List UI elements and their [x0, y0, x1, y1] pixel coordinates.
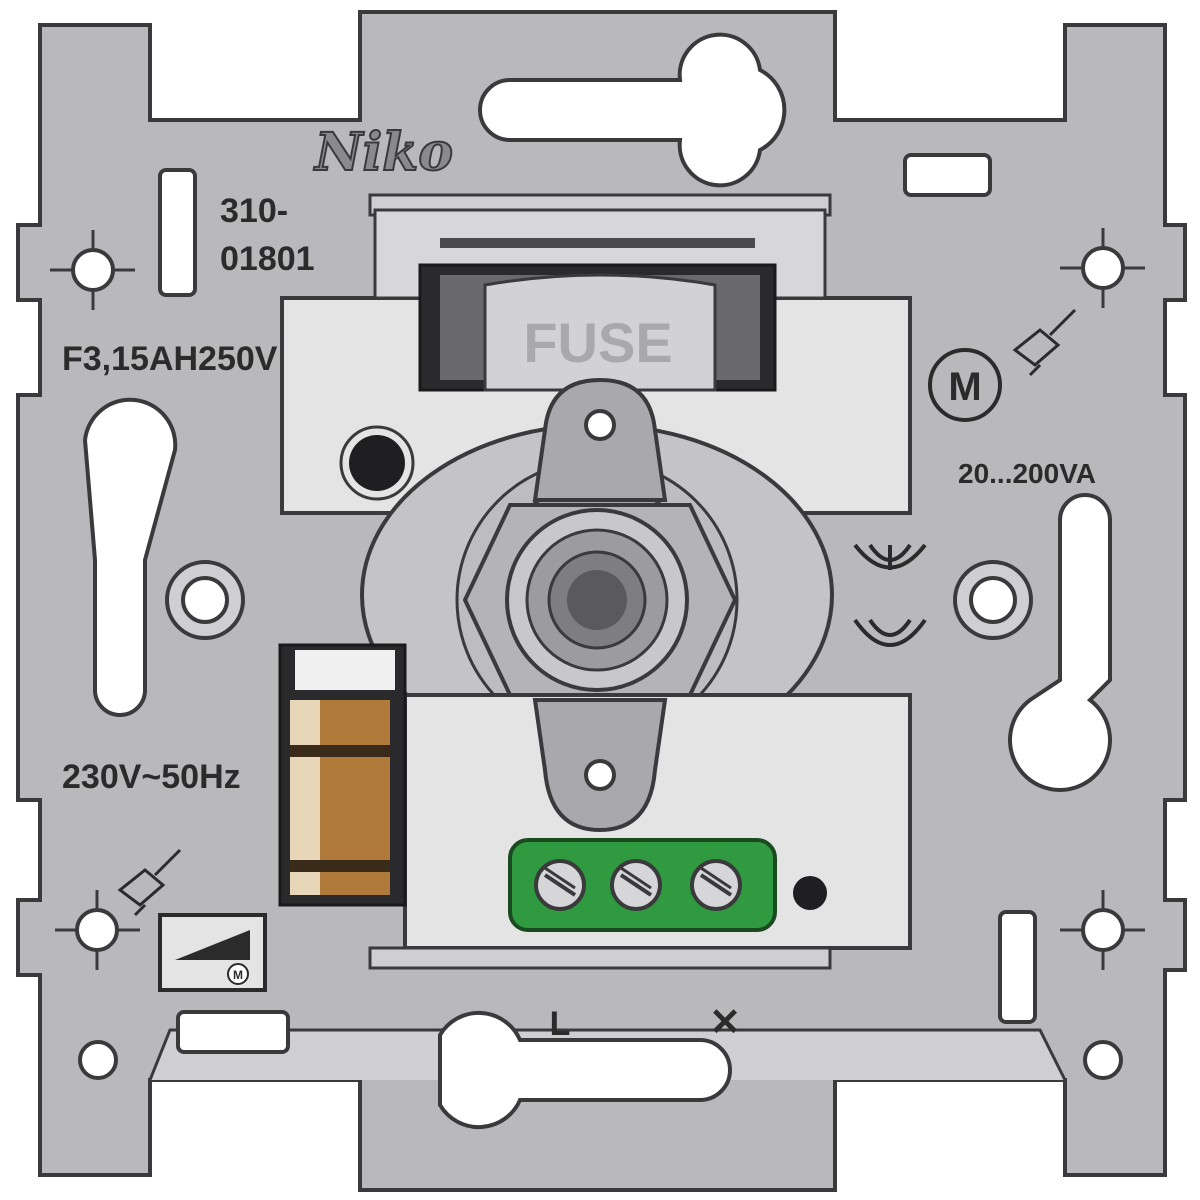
- terminal-screw-3: [690, 859, 742, 911]
- screw-hole-far-bottom-left: [78, 1040, 118, 1080]
- left-keyhole-slot: [82, 397, 178, 717]
- dimmer-symbol: M: [158, 913, 267, 992]
- screw-hole-bottom-left: [55, 890, 140, 970]
- slot-top-right: [903, 153, 992, 197]
- rotary-shaft: [462, 503, 738, 697]
- top-keyhole-slot: [478, 32, 787, 188]
- bottom-keyhole-slot: [438, 1011, 732, 1129]
- power-range: 20...200VA: [958, 458, 1096, 489]
- fuse-rating: F3,15AH250V: [62, 340, 278, 378]
- capacitor-component: [278, 643, 407, 907]
- load-type-symbols: [853, 543, 927, 647]
- slot-bottom-right: [998, 910, 1037, 1024]
- screwdriver-icon-right: [1012, 308, 1077, 377]
- article-number-line2: 01801: [220, 240, 315, 278]
- side-hole-left: [165, 560, 245, 640]
- right-keyhole-slot: [1008, 493, 1112, 792]
- screw-hole-far-bottom-right: [1083, 1040, 1123, 1080]
- screw-hole-bottom-right: [1060, 890, 1145, 970]
- slot-bottom-left: [176, 1010, 290, 1054]
- screwdriver-icon-left: [117, 848, 182, 917]
- svg-text:M: M: [233, 968, 243, 982]
- brand-logo: Niko: [313, 122, 453, 183]
- slot-top-left: [158, 168, 197, 297]
- screw-hole-top-right: [1060, 228, 1145, 308]
- terminal-line-label: L: [550, 1005, 571, 1043]
- terminal-block: [508, 838, 777, 932]
- svg-text:M: M: [948, 365, 981, 409]
- terminal-screw-2: [610, 859, 662, 911]
- supply-voltage: 230V~50Hz: [62, 758, 241, 796]
- terminal-screw-1: [534, 859, 586, 911]
- screw-hole-top-left: [50, 230, 135, 310]
- led-dot: [793, 876, 827, 910]
- motor-symbol: M: [928, 348, 1002, 422]
- fuse-holder: [418, 263, 777, 392]
- side-hole-right: [953, 560, 1033, 640]
- fuse-label: FUSE: [523, 311, 672, 374]
- terminal-load-label: ✕: [709, 1002, 741, 1044]
- article-number-line1: 310-: [220, 192, 288, 230]
